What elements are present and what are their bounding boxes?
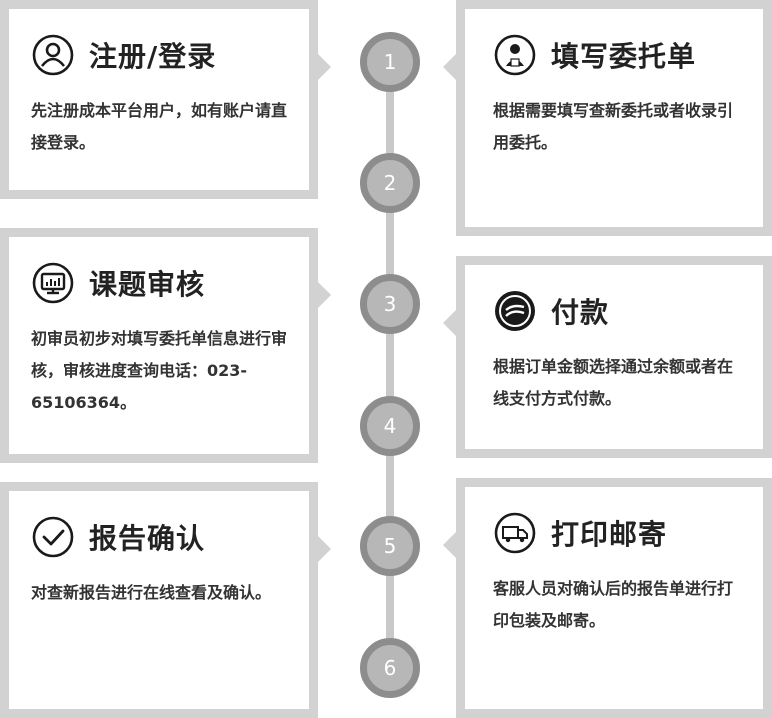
check-circle-icon [31,515,75,559]
monitor-chart-icon [31,261,75,305]
user-icon [31,33,75,77]
step-description: 客服人员对确认后的报告单进行打印包装及邮寄。 [493,579,734,630]
step-title: 课题审核 [89,268,206,301]
step-number-5: 5 [360,516,420,576]
step-number-6: 6 [360,638,420,698]
step-description: 对查新报告进行在线查看及确认。 [31,583,272,602]
timeline-line [386,62,394,672]
step-card-fill-form: 填写委托单 根据需要填写查新委托或者收录引用委托。 [443,0,772,236]
step-description: 根据订单金额选择通过余额或者在线支付方式付款。 [493,357,734,408]
step-title: 打印邮寄 [551,518,668,551]
step-number-1: 1 [360,32,420,92]
step-number-2: 2 [360,153,420,213]
delivery-truck-icon [493,511,537,555]
step-title: 填写委托单 [551,40,697,73]
person-form-icon [493,33,537,77]
step-title: 付款 [551,296,610,329]
step-description: 先注册成本平台用户，如有账户请直接登录。 [31,101,288,152]
step-description: 根据需要填写查新委托或者收录引用委托。 [493,101,734,152]
step-number-3: 3 [360,274,420,334]
step-card-review: 课题审核 初审员初步对填写委托单信息进行审核，审核进度查询电话：023-6510… [0,228,331,463]
step-card-register: 注册/登录 先注册成本平台用户，如有账户请直接登录。 [0,0,331,199]
step-card-mail: 打印邮寄 客服人员对确认后的报告单进行打印包装及邮寄。 [443,478,772,718]
step-description: 初审员初步对填写委托单信息进行审核，审核进度查询电话：023-65106364。 [31,329,288,412]
step-card-confirm: 报告确认 对查新报告进行在线查看及确认。 [0,482,331,718]
step-title: 注册/登录 [89,40,217,73]
payment-icon [493,289,537,333]
step-card-payment: 付款 根据订单金额选择通过余额或者在线支付方式付款。 [443,256,772,458]
step-number-4: 4 [360,396,420,456]
step-title: 报告确认 [89,522,206,555]
